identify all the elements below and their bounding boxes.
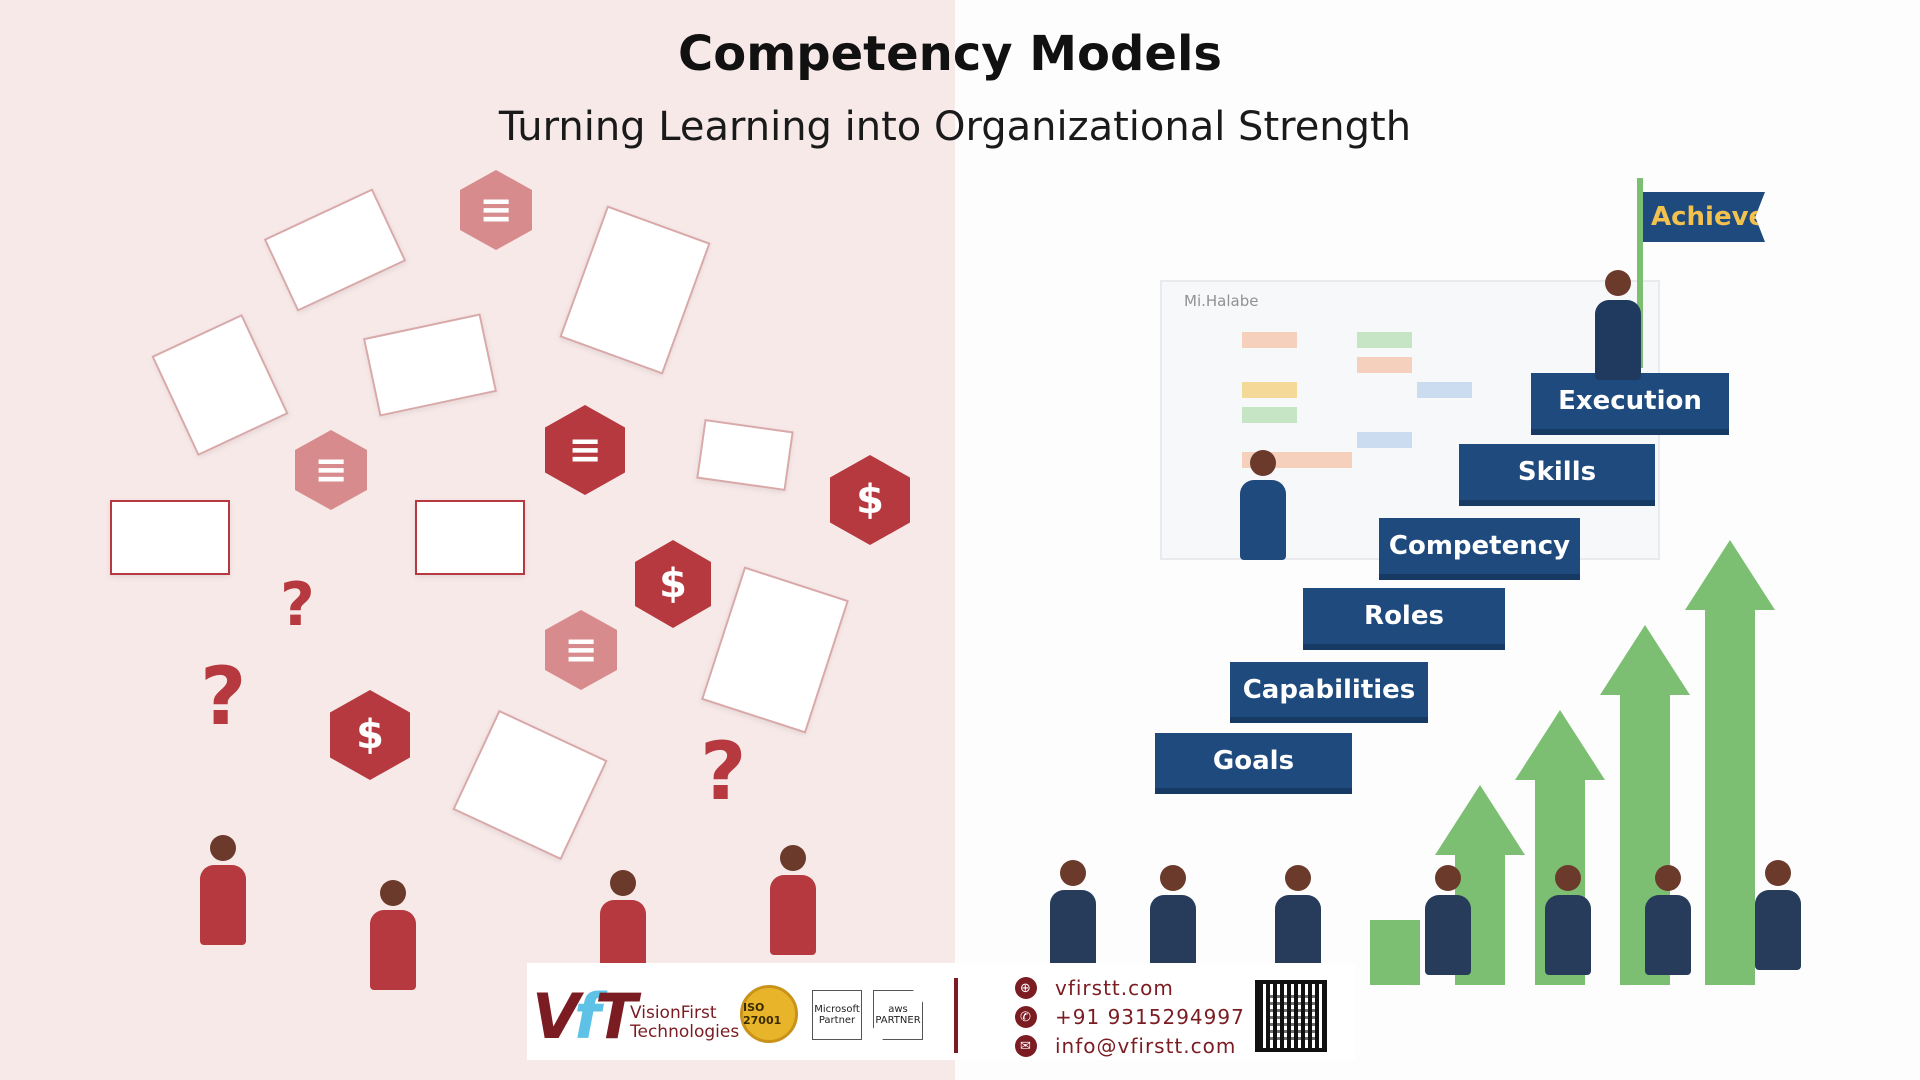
dollar-hex-icon: $	[330, 690, 410, 780]
divider	[954, 978, 958, 1053]
chart-board-title: Mi.Halabe	[1184, 292, 1259, 310]
question-mark-icon: ?	[700, 725, 747, 818]
person-figure	[770, 845, 816, 955]
dollar-hex-icon: $	[830, 455, 910, 545]
step-goals: Goals	[1155, 733, 1352, 788]
person-figure	[200, 835, 246, 945]
phone-icon: ✆	[1015, 1006, 1037, 1028]
certificate-icon	[362, 313, 498, 417]
climbing-person	[1240, 450, 1286, 650]
mail-icon: ✉	[1015, 1035, 1037, 1057]
step-competency: Competency	[1379, 518, 1580, 574]
resume-icon	[559, 205, 711, 375]
person-figure	[1275, 865, 1321, 975]
person-figure	[1150, 865, 1196, 975]
resume-icon	[701, 566, 849, 734]
hexagon-list-icon: ≡	[460, 170, 532, 250]
team-document-icon	[452, 709, 608, 861]
document-icon	[151, 314, 289, 456]
vft-logo: VfT	[532, 980, 637, 1053]
laptop-icon	[415, 500, 525, 575]
person-figure	[1755, 860, 1801, 970]
flag-pole	[1637, 178, 1643, 368]
certificate-icon	[263, 188, 407, 312]
person-figure	[1425, 865, 1471, 975]
person-figure	[370, 880, 416, 990]
laptop-icon	[110, 500, 230, 575]
page-title: Competency Models	[678, 26, 1222, 82]
growth-arrow	[1370, 920, 1420, 985]
qr-code[interactable]	[1255, 980, 1327, 1052]
question-mark-icon: ?	[200, 650, 247, 743]
website-link[interactable]: ⊕vfirstt.com	[1015, 976, 1174, 1000]
person-figure	[1545, 865, 1591, 975]
person-figure	[1645, 865, 1691, 975]
chaos-panel: ≡ ≡ ≡ $ $ $ ≡ ? ? ?	[0, 0, 955, 1080]
hexagon-list-icon: ≡	[545, 610, 617, 690]
achieve-flag: Achieve	[1643, 192, 1765, 242]
person-at-top	[1595, 270, 1641, 380]
page-subtitle: Turning Learning into Organizational Str…	[498, 104, 1412, 150]
microsoft-partner-badge: Microsoft Partner	[812, 990, 862, 1040]
email-link[interactable]: ✉info@vfirstt.com	[1015, 1034, 1236, 1058]
step-skills: Skills	[1459, 444, 1655, 500]
id-card-icon	[696, 419, 794, 491]
step-execution: Execution	[1531, 373, 1729, 429]
step-roles: Roles	[1303, 588, 1505, 644]
iso-badge: ISO 27001	[740, 985, 798, 1043]
growth-arrow	[1705, 600, 1755, 985]
globe-icon: ⊕	[1015, 977, 1037, 999]
phone-link[interactable]: ✆+91 9315294997	[1015, 1005, 1245, 1029]
hexagon-list-icon: ≡	[545, 405, 625, 495]
dollar-hex-icon: $	[635, 540, 711, 628]
person-figure	[1050, 860, 1096, 970]
question-mark-icon: ?	[280, 570, 315, 640]
aws-partner-badge: aws PARTNER	[873, 990, 923, 1040]
hexagon-list-icon: ≡	[295, 430, 367, 510]
step-capabilities: Capabilities	[1230, 662, 1428, 717]
